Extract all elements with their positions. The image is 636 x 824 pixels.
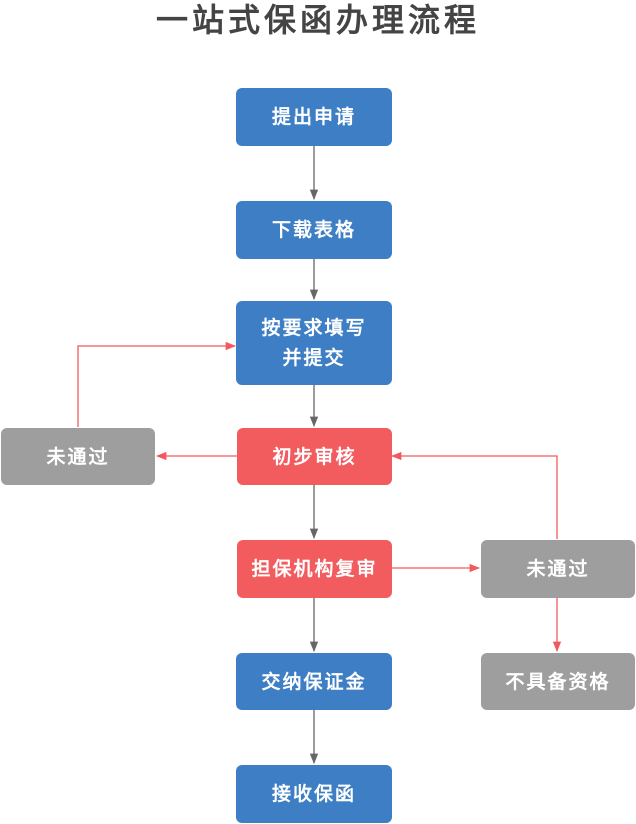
step-apply: 提出申请 bbox=[236, 88, 392, 146]
branch-rejected-left-label: 未通过 bbox=[46, 445, 110, 468]
step-initial-review-label: 初步审核 bbox=[272, 445, 357, 468]
step-deposit: 交纳保证金 bbox=[236, 653, 392, 710]
step-initial-review: 初步审核 bbox=[237, 428, 392, 485]
step-fill-label-line2: 并提交 bbox=[282, 347, 346, 369]
step-receive-label: 接收保函 bbox=[271, 783, 356, 805]
step-download-label: 下载表格 bbox=[271, 219, 356, 241]
diagram-title: 一站式保函办理流程 bbox=[155, 1, 480, 39]
arrow-rejected-back-to-initial-review bbox=[390, 451, 558, 539]
step-guarantor-review: 担保机构复审 bbox=[237, 540, 392, 598]
step-download: 下载表格 bbox=[236, 201, 392, 259]
arrow-rejected-back-to-fill bbox=[77, 341, 237, 427]
branch-rejected-left: 未通过 bbox=[1, 428, 155, 485]
step-deposit-label: 交纳保证金 bbox=[261, 670, 367, 693]
step-fill-submit: 按要求填写 并提交 bbox=[236, 301, 392, 385]
branch-rejected-right: 未通过 bbox=[481, 540, 635, 598]
step-guarantor-review-label: 担保机构复审 bbox=[251, 558, 378, 580]
branch-rejected-right-label: 未通过 bbox=[526, 558, 590, 580]
branch-unqualified: 不具备资格 bbox=[481, 653, 635, 710]
branch-unqualified-label: 不具备资格 bbox=[505, 670, 611, 693]
step-apply-label: 提出申请 bbox=[271, 106, 356, 128]
step-fill-label-line1: 按要求填写 bbox=[261, 317, 367, 339]
step-receive: 接收保函 bbox=[236, 765, 392, 823]
